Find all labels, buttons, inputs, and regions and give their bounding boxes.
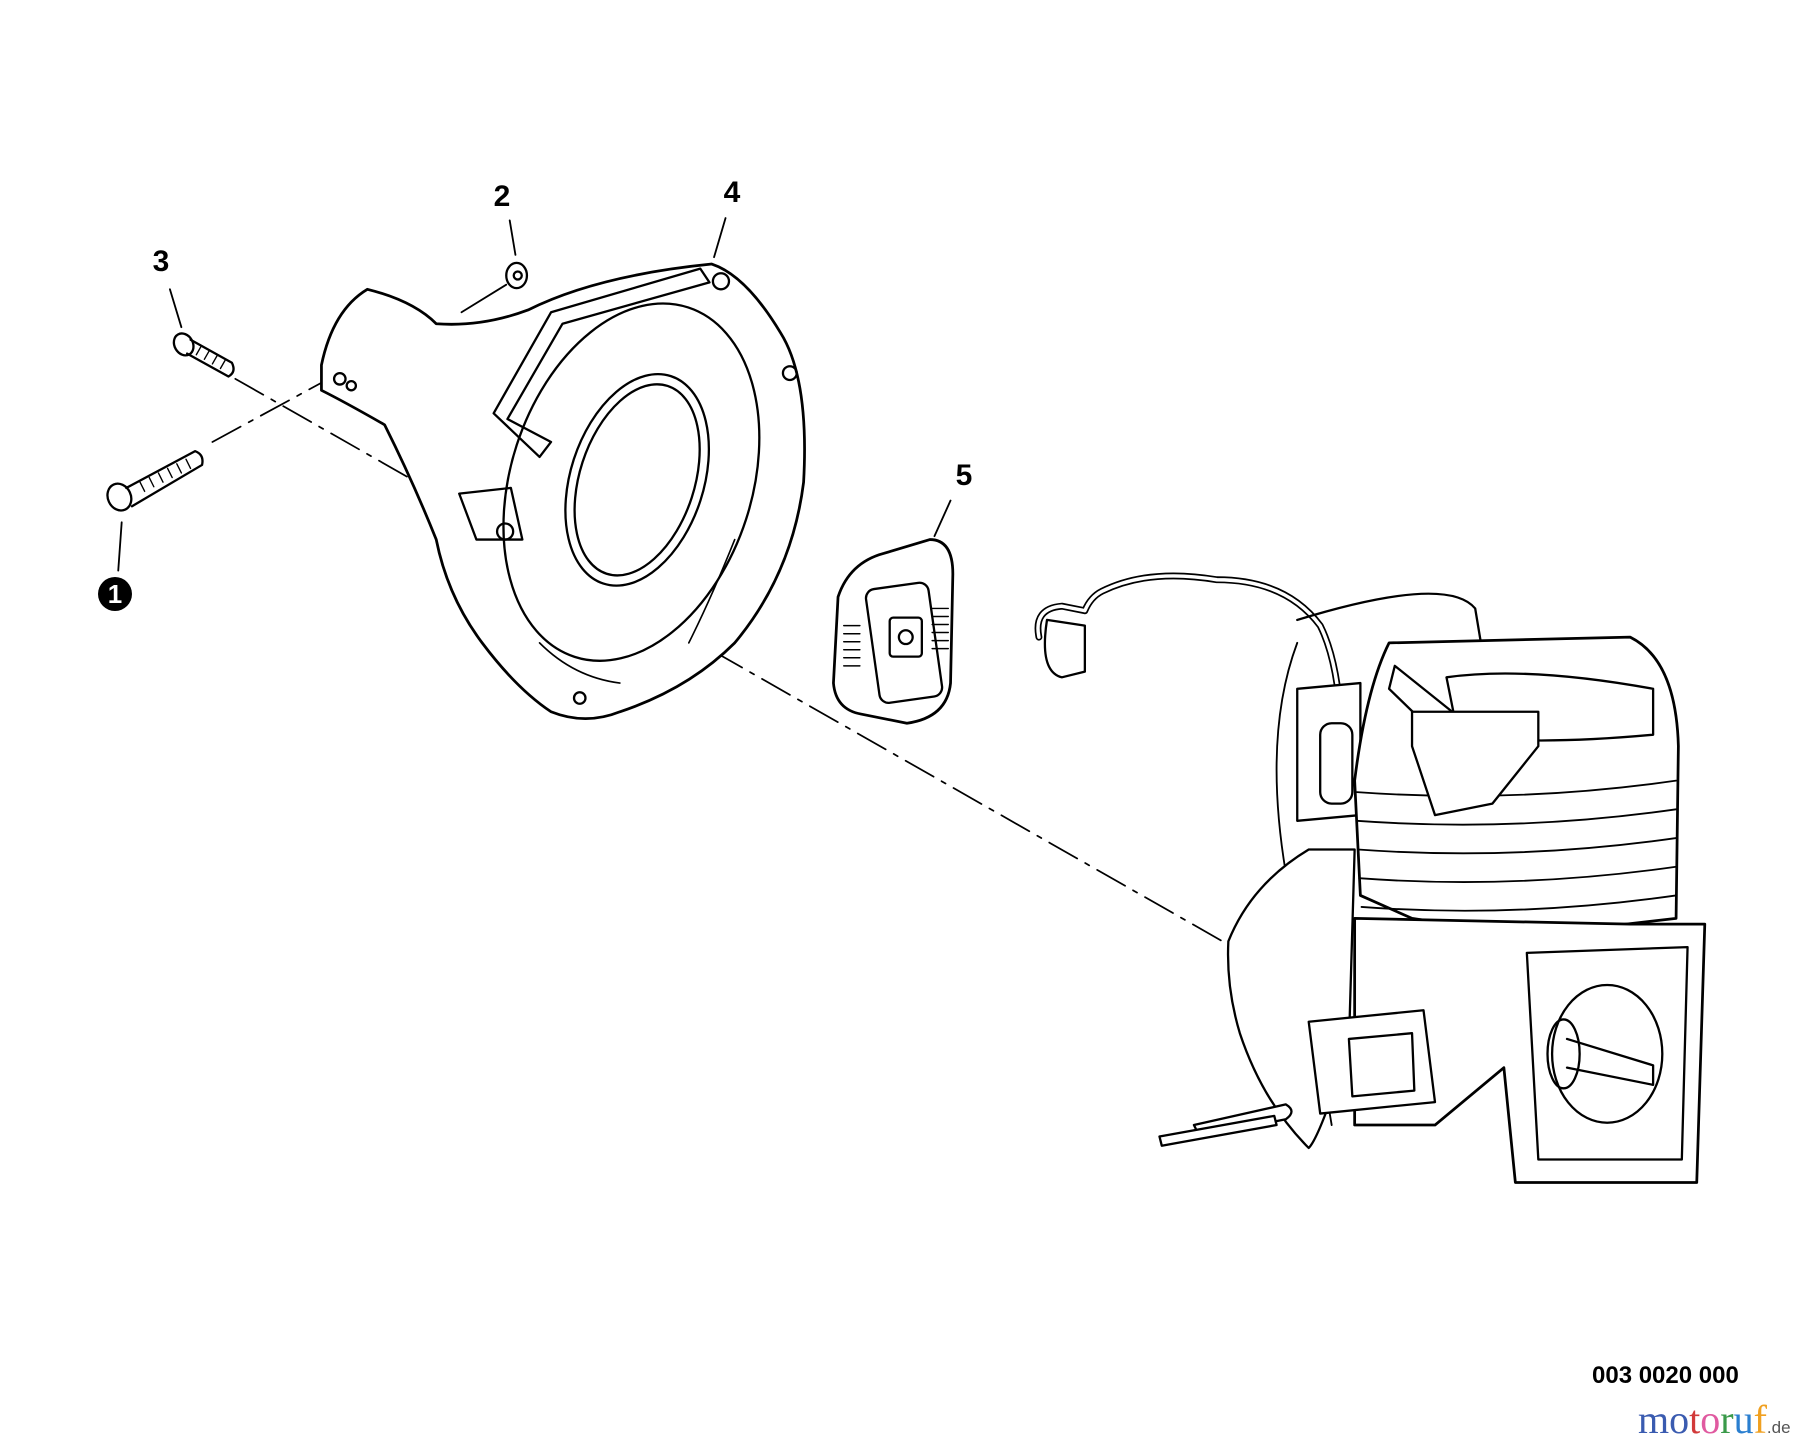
logo-letter: o [1669,1397,1690,1442]
fan-housing-4-drawing [320,262,806,720]
assembly-axis-lines [211,375,1224,943]
logo-letter: o [1700,1397,1721,1442]
logo-letter: f [1753,1397,1767,1442]
engine-drawing [1034,572,1707,1184]
callout-2: 2 [493,180,511,213]
logo-letter: r [1720,1397,1734,1442]
nut-2-drawing [505,261,529,290]
logo-letter: u [1733,1397,1754,1442]
motoruf-logo: motoruf.de [1638,1396,1791,1443]
logo-text: motoruf [1638,1397,1767,1442]
callout-5: 5 [955,459,973,492]
drawing-code: 003 0020 000 [1592,1362,1739,1389]
callout-4: 4 [723,176,741,209]
callout-3: 3 [152,245,170,278]
logo-suffix: .de [1766,1418,1791,1437]
logo-letter: t [1689,1397,1701,1442]
leader-lines [117,217,952,572]
screw-1-drawing [106,450,204,512]
clutch-5-drawing [832,538,955,725]
callout-1: 1 [98,577,132,611]
logo-letter: m [1638,1397,1670,1442]
screw-3-drawing [172,332,235,378]
